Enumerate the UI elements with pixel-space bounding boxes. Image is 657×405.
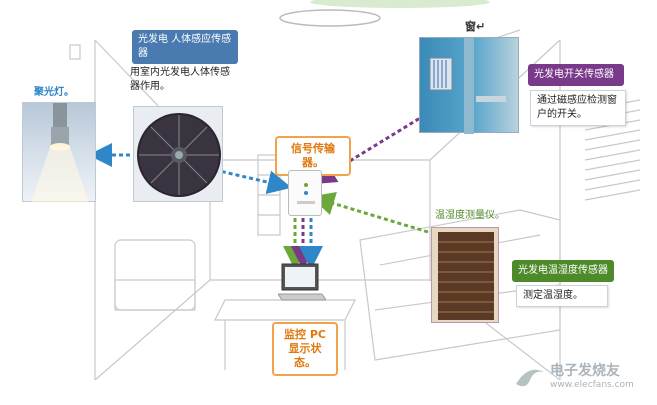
- watermark-logo: 电子发烧友 www.elecfans.com: [510, 358, 650, 398]
- window-title: 窗↵: [465, 20, 486, 33]
- receiver-device: [288, 170, 322, 216]
- window-photo: [419, 37, 519, 134]
- window-sensor-callout: 光发电开关传感器: [528, 64, 624, 86]
- pc-label-box: 监控 PC 显示状态。: [272, 322, 338, 376]
- spotlight-photo: [22, 102, 96, 203]
- humidity-photo: [431, 227, 499, 323]
- humidity-panel-icon: [438, 232, 494, 320]
- human-sensor-desc-box: 用室内光发电人体传感器作用。: [130, 66, 238, 94]
- spotlight-icon: [31, 103, 89, 203]
- window-sensor-desc: 通过磁感应检测窗户的开关。: [537, 95, 617, 120]
- solar-disc-icon: [137, 113, 221, 197]
- humidity-desc: 测定温湿度。: [523, 290, 583, 301]
- laptop: [277, 262, 327, 302]
- window-sensor-title: 光发电开关传感器: [534, 69, 614, 80]
- humidity-sensor-title: 光发电温湿度传感器: [518, 265, 608, 276]
- pc-label: 监控 PC 显示状态。: [284, 328, 326, 369]
- human-sensor-title: 光发电 人体感应传感器: [138, 34, 232, 59]
- receiver-label: 信号传输器。: [291, 142, 335, 169]
- window-sensor-icon: [429, 38, 506, 134]
- arrow-sensor-to-receiver: [214, 168, 292, 194]
- human-sensor-callout: 光发电 人体感应传感器: [132, 30, 238, 64]
- humidity-sensor-callout: 光发电温湿度传感器: [512, 260, 614, 282]
- receiver-label-box: 信号传输器。: [275, 136, 351, 176]
- laptop-icon: [277, 263, 327, 301]
- watermark-chinese: 电子发烧友: [550, 363, 620, 379]
- watermark-site: www.elecfans.com: [550, 380, 634, 390]
- arrow-receiver-to-pc: [283, 218, 323, 270]
- window-sensor-desc-box: 通过磁感应检测窗户的开关。: [530, 90, 626, 126]
- arrow-humidity-to-receiver: [310, 191, 429, 234]
- humidity-desc-box: 测定温湿度。: [516, 285, 608, 307]
- spotlight-label: 聚光灯。: [34, 87, 74, 98]
- human-sensor-photo: [133, 106, 223, 202]
- humidity-title: 温湿度测量仪。: [435, 210, 505, 221]
- human-sensor-desc: 用室内光发电人体传感器作用。: [130, 67, 230, 92]
- elecfans-logo-icon: [516, 369, 544, 387]
- receiver-icon: [297, 183, 315, 204]
